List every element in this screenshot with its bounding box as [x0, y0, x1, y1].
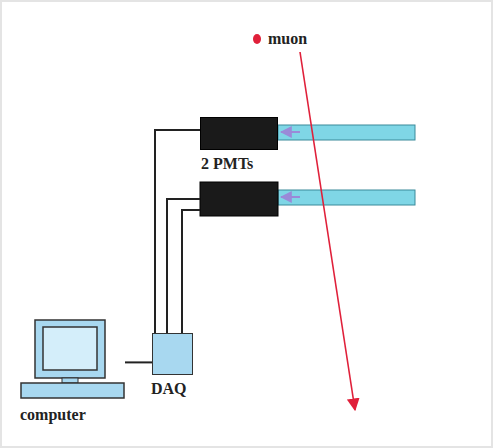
scintillator-bar	[278, 125, 415, 140]
computer-icon: computer	[20, 318, 125, 400]
monitor-screen	[43, 327, 97, 370]
muon-dot	[253, 34, 261, 44]
node-label: computer	[20, 406, 86, 424]
signal-wire	[167, 199, 200, 333]
signal-wire	[155, 130, 200, 333]
pmt-tube	[200, 182, 278, 216]
computer-base	[21, 383, 124, 398]
pmt-tube: 2 PMTs	[200, 117, 278, 150]
signal-wire	[182, 210, 200, 333]
node-label: DAQ	[151, 380, 187, 398]
wire-spacer	[186, 199, 187, 205]
computer-drawing	[20, 318, 125, 400]
light-arrow	[281, 131, 300, 133]
signal-wire	[125, 361, 152, 363]
monitor-case	[35, 320, 105, 378]
light-arrow	[281, 196, 300, 198]
scintillator-bar	[278, 190, 415, 205]
daq-box: DAQ	[152, 333, 193, 375]
node-label: 2 PMTs	[201, 155, 253, 173]
particle-label: muon	[268, 30, 307, 48]
muon-track	[300, 52, 355, 410]
